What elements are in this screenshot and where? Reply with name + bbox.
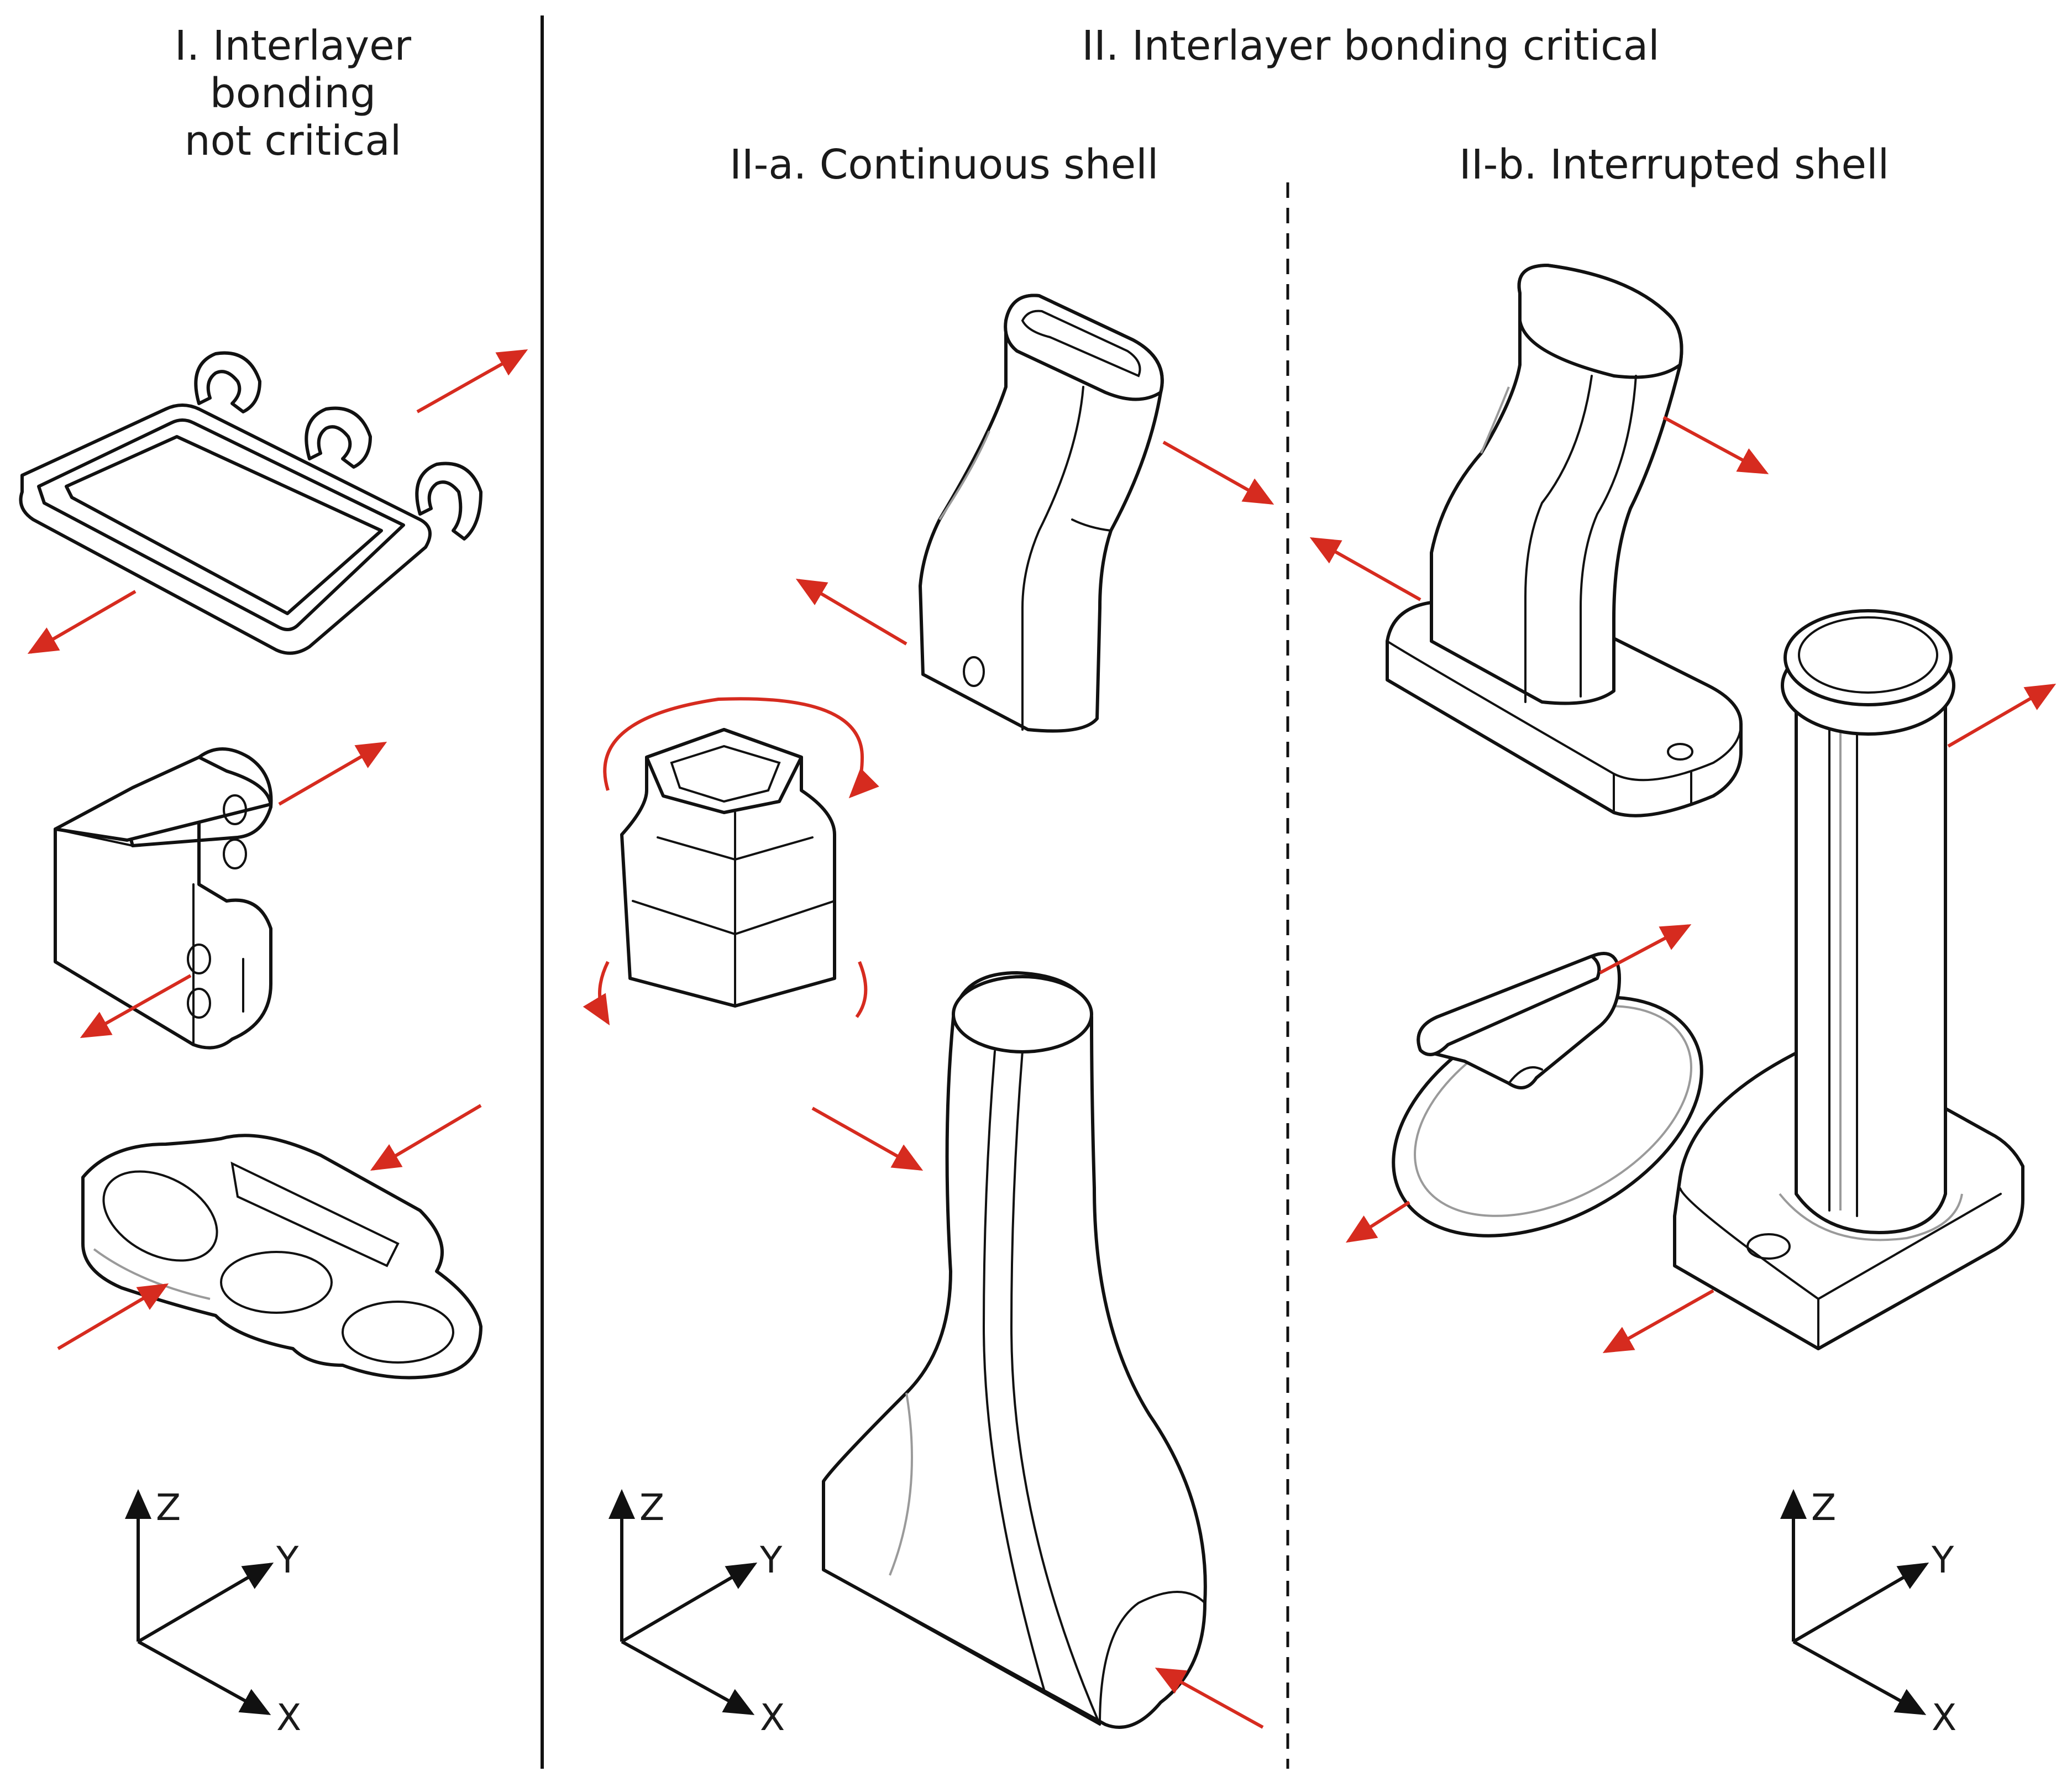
arrow-tube-right [1162, 441, 1274, 505]
arrow-stem-left [811, 1107, 924, 1171]
arrow-pillar-left [1602, 1289, 1714, 1353]
axis-z-label-1: Z [156, 1486, 181, 1529]
arrow-hex-rotate-bottom [600, 961, 868, 1023]
arrow-frame-right [416, 349, 528, 413]
oval-plate-with-wedge-part [1392, 952, 1703, 1238]
curved-hollow-tube-part [919, 293, 1164, 733]
axes-triad-section1 [125, 1489, 274, 1715]
section1-heading: I. Interlayer bonding not critical [174, 22, 412, 165]
hex-socket-part [620, 728, 836, 1008]
arrow-stem-bottom [1155, 1668, 1264, 1729]
curved-solid-on-base-part [1386, 264, 1743, 817]
arrow-bracket-left [80, 974, 192, 1038]
arrow-oval-top [1599, 924, 1692, 974]
axis-x-label-1: X [276, 1696, 302, 1739]
arrow-hex-rotate-top [603, 697, 879, 799]
section2a-heading: II-a. Continuous shell [730, 141, 1159, 188]
three-hole-plate-part [81, 1134, 482, 1380]
arrow-bracket-right [278, 741, 387, 806]
flat-frame-with-hooks-part [19, 351, 482, 655]
l-bracket-part [54, 747, 273, 1050]
axis-x-label-2a: X [760, 1696, 785, 1739]
arrow-plate-top [370, 1104, 482, 1171]
tapered-stem-part [822, 971, 1207, 1729]
section2b-heading: II-b. Interrupted shell [1459, 141, 1890, 188]
arrow-tube-left [795, 578, 908, 646]
arrow-frame-left [27, 590, 137, 654]
axis-y-label-2b: Y [1932, 1539, 1954, 1581]
pillar-with-base-part [1673, 609, 2024, 1350]
arrow-curved-solid-left [1309, 537, 1421, 601]
axis-x-label-2b: X [1932, 1696, 1957, 1739]
axes-triad-section2b [1780, 1489, 1929, 1715]
axes-triad-section2a [609, 1489, 758, 1715]
arrow-pillar-right [1947, 683, 2057, 748]
section2-heading: II. Interlayer bonding critical [1082, 22, 1660, 70]
axis-y-label-2a: Y [760, 1539, 783, 1581]
arrow-oval-bottom [1345, 1201, 1410, 1243]
axis-z-label-2b: Z [1811, 1486, 1837, 1529]
arrow-curved-solid-right [1662, 416, 1769, 474]
axis-y-label-1: Y [276, 1539, 299, 1581]
arrow-plate-bottom [57, 1283, 169, 1350]
axis-z-label-2a: Z [639, 1486, 665, 1529]
